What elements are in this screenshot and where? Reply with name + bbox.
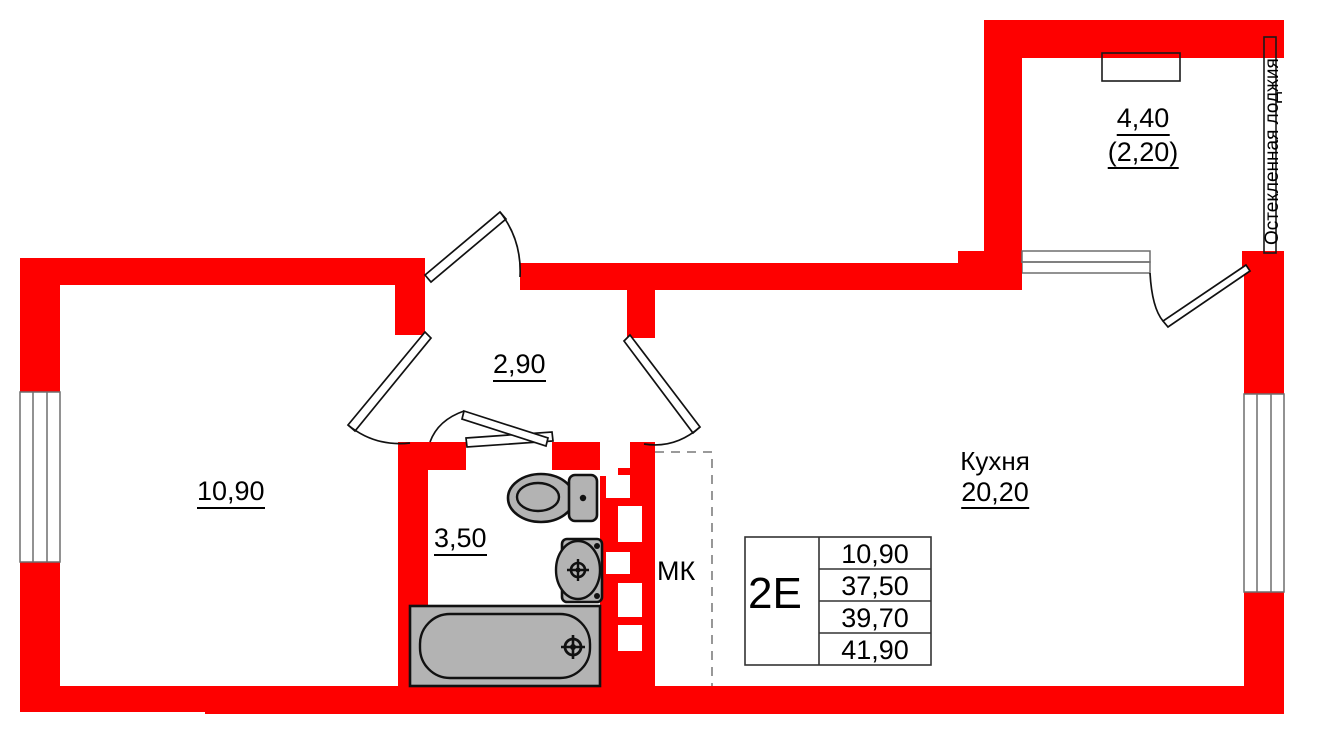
kitchen-name-label: Кухня	[960, 446, 1030, 476]
wall-living-hall-upper	[395, 258, 425, 335]
loggia-area-coeff-label: (2,20)	[1107, 137, 1179, 170]
bathroom-fixtures	[408, 472, 604, 688]
vent-shaft-cavity-4	[618, 583, 642, 617]
loggia-door-arc	[1149, 272, 1164, 322]
vent-shaft-notch	[600, 468, 618, 476]
sink-drain-icon	[567, 559, 589, 581]
toilet-flush-dot	[579, 494, 587, 502]
loggia-wall-corner-tr	[1246, 20, 1284, 58]
loggia-bottom-window-pane-1	[1021, 250, 1151, 263]
loggia-label-group: 4,40 (2,20)	[1107, 104, 1179, 170]
bathroom-door-leaf-2[interactable]	[460, 409, 550, 448]
info-table-value-2: 37,50	[841, 571, 909, 601]
wall-bottom-shadow	[205, 710, 1284, 714]
info-table-value-4: 41,90	[841, 635, 909, 665]
loggia-top-window	[1101, 52, 1181, 82]
loggia-glazing	[1263, 36, 1277, 254]
wall-top-right-segment	[520, 263, 1022, 290]
wall-right-lower	[1244, 592, 1284, 712]
vent-shaft-cavity-2	[618, 506, 642, 542]
loggia-area-label: 4,40	[1116, 104, 1170, 136]
apartment-shell	[19, 258, 1285, 714]
kitchen-door-arc	[643, 426, 701, 446]
living-room-area-label: 10,90	[197, 477, 265, 509]
wall-top-living-room	[20, 258, 405, 285]
living-room-window-frame	[19, 391, 61, 563]
entrance-door-arc	[499, 211, 521, 278]
loggia-name-label: Остекленная лоджия	[1262, 58, 1283, 245]
kitchen-label-group: Кухня 20,20	[960, 446, 1030, 510]
living-room-door-leaf[interactable]	[346, 330, 433, 433]
toilet-bowl-inner	[515, 481, 561, 513]
kitchen-area-label: 20,20	[961, 477, 1029, 510]
vent-shaft-cavity-5	[618, 625, 642, 651]
vent-shaft-cavity-3	[606, 552, 630, 574]
doors	[346, 210, 702, 448]
hall-area-label: 2,90	[493, 350, 546, 382]
kitchen-window-frame	[1243, 393, 1285, 593]
wall-bathroom-top-left	[398, 442, 466, 470]
wall-left-upper	[20, 258, 60, 392]
info-table-frame	[744, 536, 932, 666]
vent-shaft-cavity-1	[606, 475, 630, 498]
bathroom-door-arc-2	[429, 410, 465, 443]
living-room-door-arc	[347, 424, 411, 445]
mk-dashed-boundary	[655, 451, 713, 686]
wall-right-upper	[1244, 276, 1284, 394]
info-table-value-1: 10,90	[841, 539, 909, 569]
vent-shaft-cavity-top	[600, 442, 630, 468]
kitchen-door-leaf[interactable]	[622, 333, 702, 435]
wall-hall-kitchen-upper	[627, 285, 655, 338]
wall-left-lower	[20, 562, 60, 712]
loggia-door-leaf[interactable]	[1161, 263, 1252, 329]
loggia-bottom-window-pane-2	[1021, 261, 1151, 274]
bathroom-area-label: 3,50	[434, 524, 487, 556]
bathtub-inner	[418, 612, 592, 680]
entrance-door-leaf[interactable]	[423, 210, 508, 284]
bathtub-drain-icon	[561, 635, 585, 659]
sink-tap-dot-1	[594, 543, 600, 549]
wall-bottom-exterior	[20, 686, 1284, 712]
mk-label: МК	[657, 556, 696, 586]
sink-tap-dot-2	[594, 593, 600, 599]
apartment-type-label: 2Е	[748, 569, 802, 618]
info-table-value-3: 39,70	[841, 603, 909, 633]
